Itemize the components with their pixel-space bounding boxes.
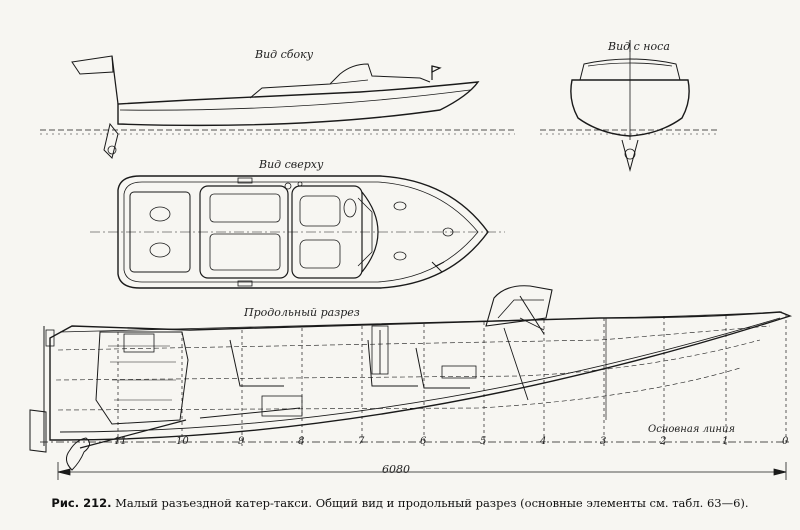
side-view (40, 55, 515, 159)
length-dimension (57, 462, 787, 480)
top-view (90, 175, 505, 289)
section-view-label: Продольный разрез (244, 306, 360, 319)
figure-caption-text: Малый разъездной катер-такси. Общий вид … (115, 496, 749, 510)
station-label: 9 (238, 436, 245, 447)
station-label: 10 (176, 436, 189, 447)
station-label: 11 (114, 436, 127, 447)
station-label: 3 (600, 436, 607, 447)
station-label: 2 (660, 436, 667, 447)
figure-number: Рис. 212. (51, 496, 112, 510)
baseline-label: Основная линия (648, 424, 736, 435)
station-label: 0 (782, 436, 789, 447)
station-label: 4 (540, 436, 547, 447)
front-view (540, 40, 720, 172)
station-grid (40, 314, 792, 446)
station-label: 8 (298, 436, 305, 447)
top-view-label: Вид сверху (259, 158, 324, 171)
overall-length-value: 6080 (382, 463, 410, 476)
figure-caption: Рис. 212. Малый разъездной катер-такси. … (0, 496, 800, 510)
station-label: 5 (480, 436, 487, 447)
front-view-label: Вид с носа (608, 40, 670, 53)
station-label: 7 (358, 436, 365, 447)
section-view (29, 285, 793, 471)
station-label: 6 (420, 436, 427, 447)
station-label: 1 (722, 436, 729, 447)
side-view-label: Вид сбоку (255, 48, 314, 61)
